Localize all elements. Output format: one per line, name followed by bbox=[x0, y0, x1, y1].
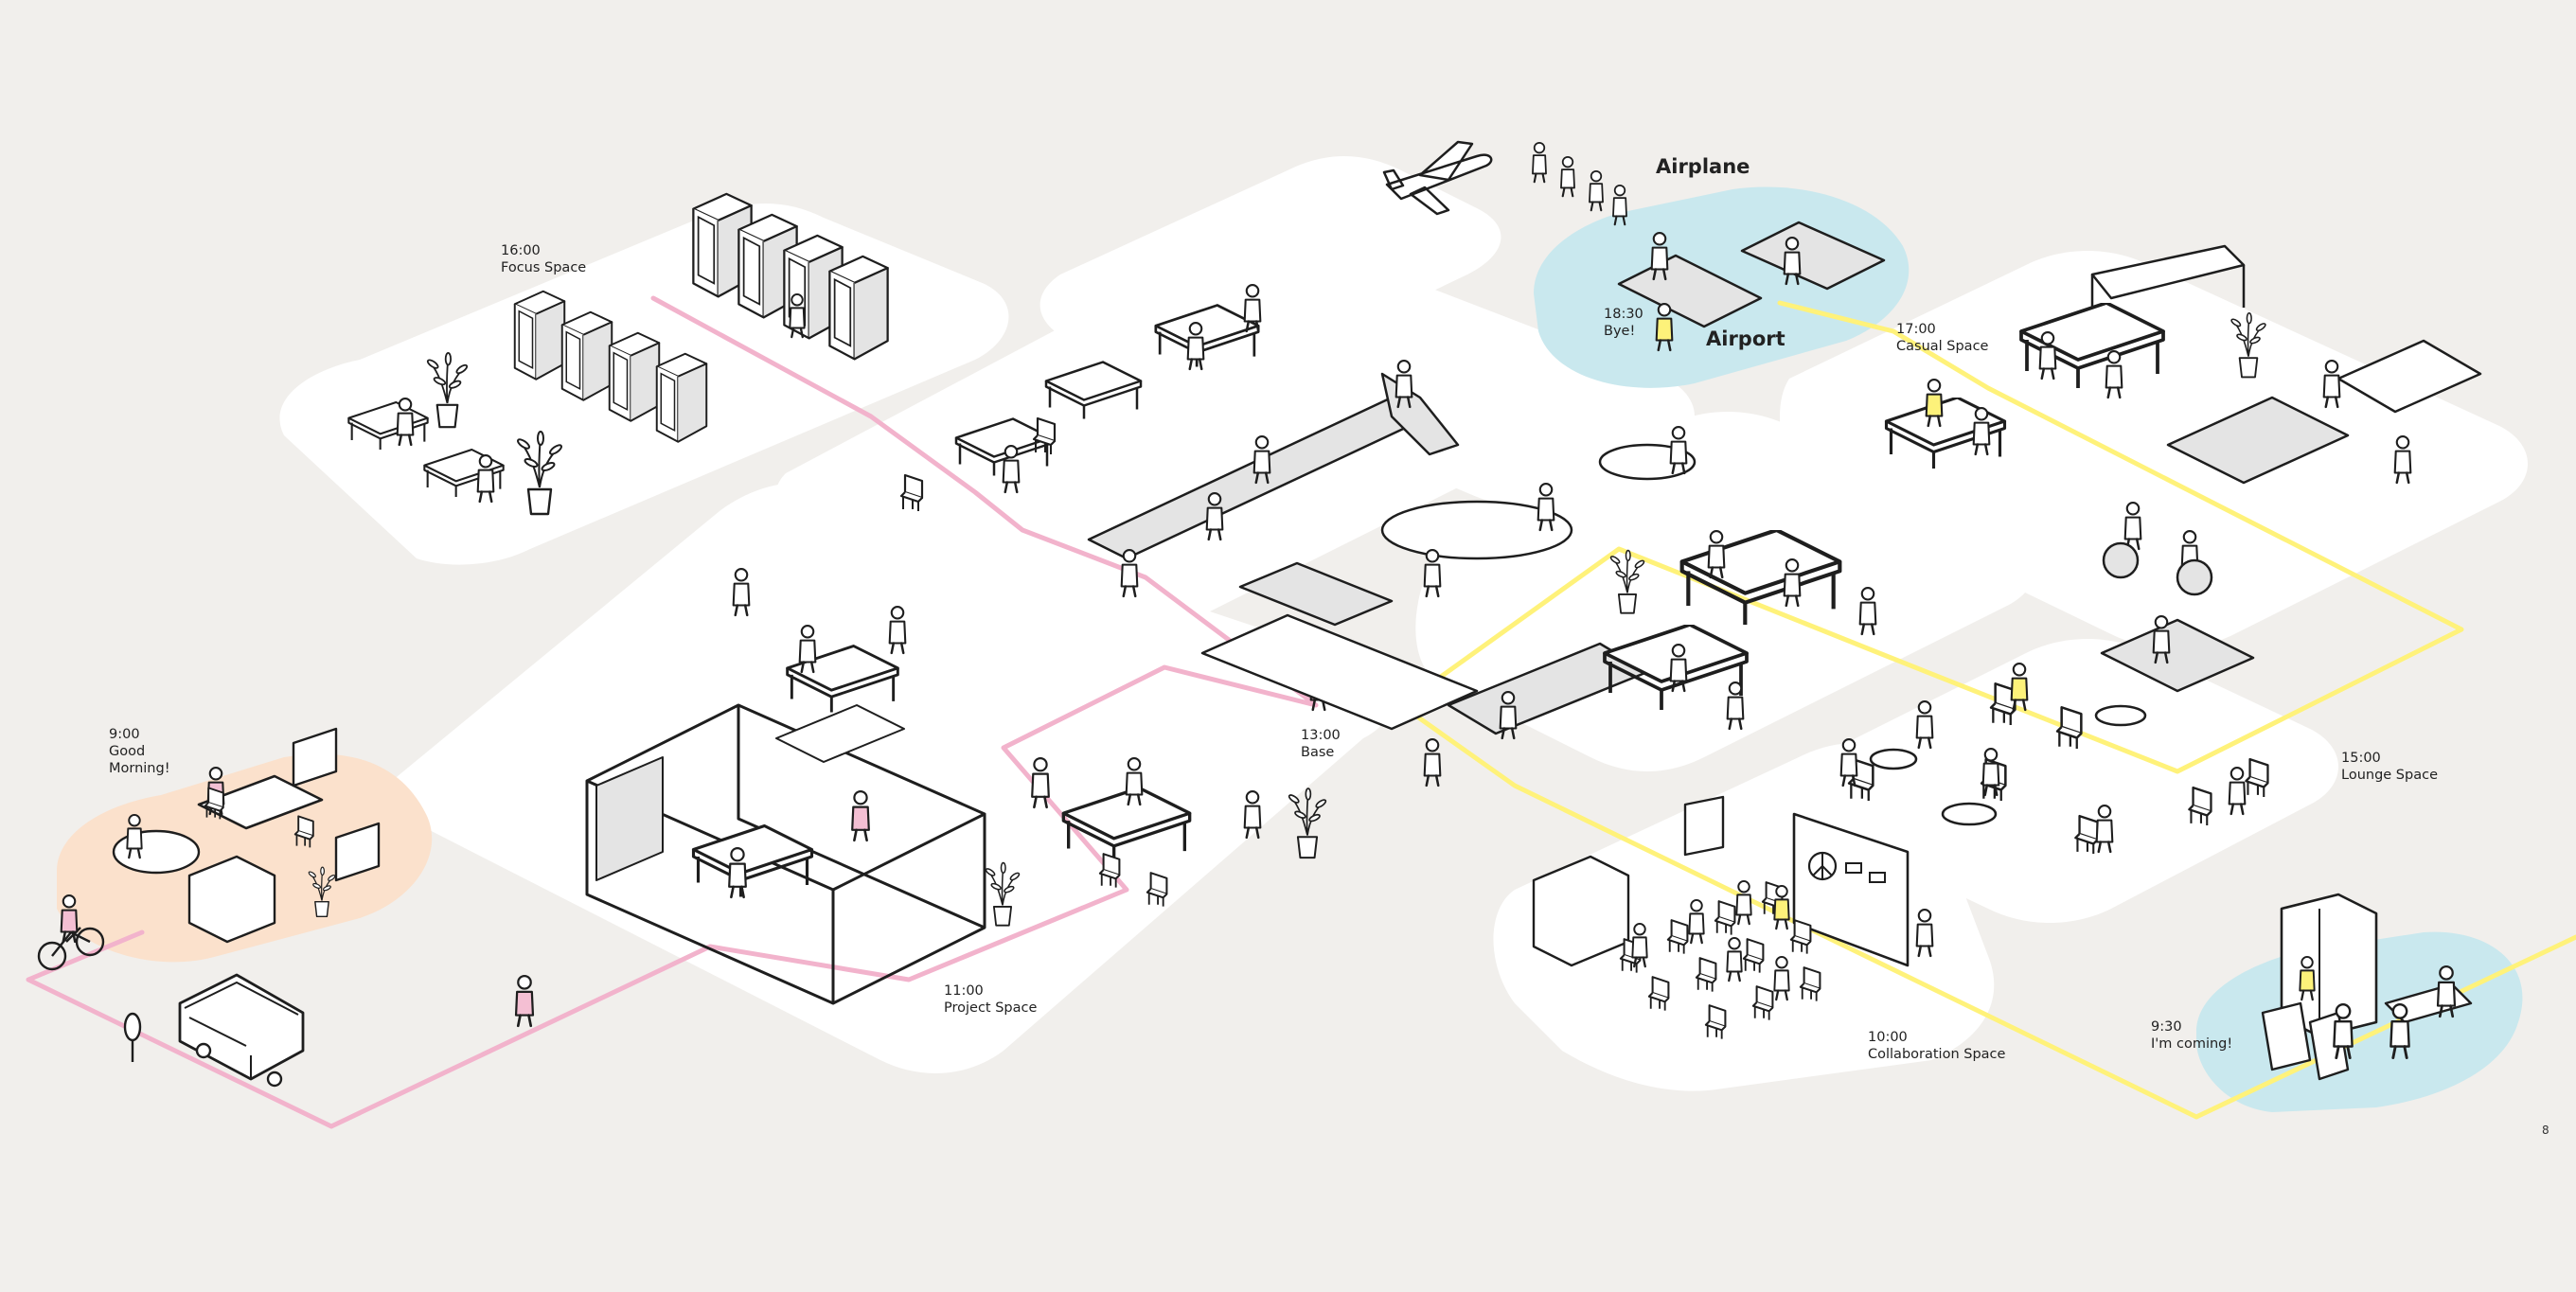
home-area bbox=[112, 727, 381, 944]
airport-area bbox=[1382, 140, 1886, 352]
arrival-area bbox=[2261, 893, 2473, 1081]
street bbox=[37, 894, 535, 1088]
bus-stop-sign-icon bbox=[123, 1012, 142, 1062]
casual-space bbox=[1884, 244, 2482, 596]
label-time: 15:00 bbox=[2341, 751, 2381, 766]
label-im-coming: 9:30 I'm coming! bbox=[2151, 1018, 2232, 1053]
pink-path bbox=[26, 295, 1319, 1129]
label-name: Bye! bbox=[1604, 324, 1636, 339]
label-time: 17:00 bbox=[1896, 322, 1936, 337]
label-casual-space: 17:00 Casual Space bbox=[1896, 321, 1988, 355]
label-base: 13:00 Base bbox=[1301, 727, 1341, 761]
airplane-icon bbox=[1382, 140, 1493, 216]
label-project-space: 11:00 Project Space bbox=[944, 982, 1037, 1017]
base-area bbox=[899, 284, 1649, 788]
open-desks bbox=[1598, 426, 1877, 731]
label-time: 13:00 bbox=[1301, 728, 1341, 743]
journey-paths bbox=[26, 295, 2576, 1129]
label-focus-space: 16:00 Focus Space bbox=[501, 242, 586, 276]
label-line-2: Morning! bbox=[109, 761, 170, 776]
label-9-00: 9:00 Good Morning! bbox=[109, 726, 170, 777]
heading-airplane: Airplane bbox=[1656, 155, 1750, 178]
label-time: 9:00 bbox=[109, 727, 140, 742]
label-collaboration-space: 10:00 Collaboration Space bbox=[1868, 1029, 2005, 1063]
page-number: 8 bbox=[2542, 1124, 2549, 1137]
label-name: Collaboration Space bbox=[1868, 1047, 2006, 1062]
collaboration-space bbox=[1532, 795, 1934, 1039]
home-zone bbox=[57, 753, 433, 963]
heading-airport: Airport bbox=[1706, 327, 1785, 350]
label-lounge-space: 15:00 Lounge Space bbox=[2341, 750, 2438, 784]
label-name: Base bbox=[1301, 745, 1335, 760]
label-time: 16:00 bbox=[501, 243, 541, 258]
label-time: 11:00 bbox=[944, 983, 984, 999]
label-time: 10:00 bbox=[1868, 1030, 1908, 1045]
label-name: Lounge Space bbox=[2341, 768, 2438, 783]
label-time: 9:30 bbox=[2151, 1019, 2182, 1035]
lounge-space bbox=[1839, 615, 2269, 854]
label-time: 18:30 bbox=[1604, 307, 1643, 322]
project-space bbox=[585, 703, 986, 1005]
label-name: Project Space bbox=[944, 1000, 1038, 1016]
label-name: Casual Space bbox=[1896, 339, 1989, 354]
label-bye: 18:30 Bye! bbox=[1604, 306, 1643, 340]
floor-platforms bbox=[279, 156, 2528, 1091]
label-line-1: Good bbox=[109, 744, 146, 759]
label-name: Focus Space bbox=[501, 260, 587, 275]
label-name: I'm coming! bbox=[2151, 1036, 2233, 1052]
yellow-path bbox=[1398, 300, 2576, 1120]
